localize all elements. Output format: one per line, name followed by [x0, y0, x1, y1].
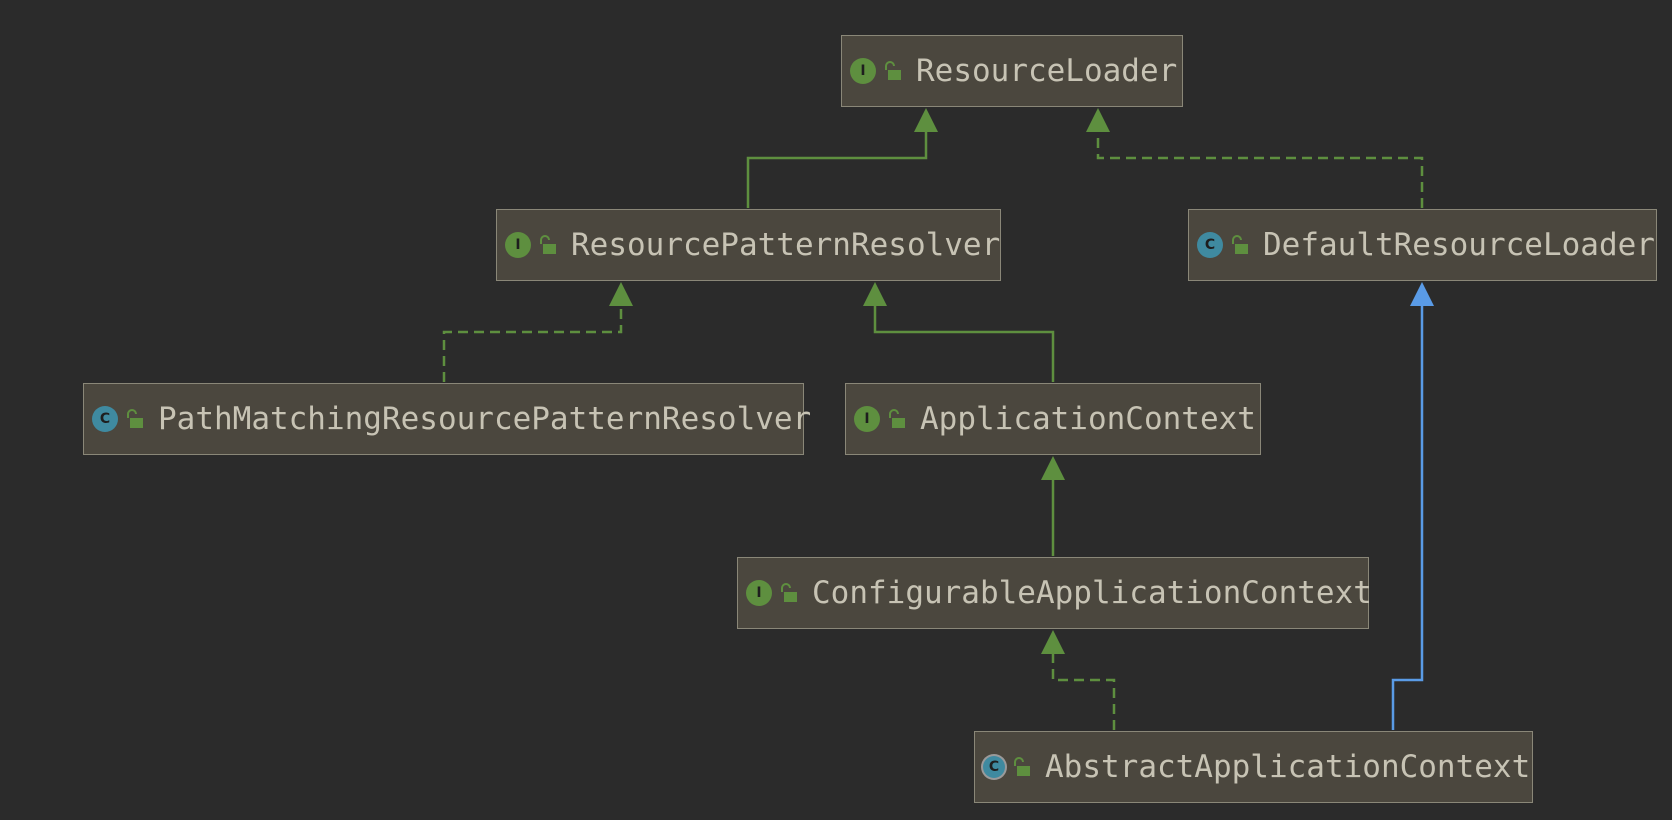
edge-abstract-to-configurable	[1051, 654, 1116, 730]
unlocked-icon	[540, 235, 556, 254]
unlocked-icon	[127, 409, 143, 428]
edge-path-matching-to-resource-pattern-resolver	[442, 306, 623, 382]
arrowhead	[1086, 108, 1110, 132]
arrowhead	[1041, 630, 1065, 654]
abstract-class-icon: C	[983, 756, 1005, 778]
class-name: AbstractApplicationContext	[1045, 749, 1531, 785]
interface-icon: I	[850, 58, 876, 84]
class-name: ConfigurableApplicationContext	[812, 575, 1372, 611]
arrowhead	[863, 282, 887, 306]
node-resource-pattern-resolver[interactable]: I ResourcePatternResolver	[496, 209, 1001, 281]
node-resource-loader[interactable]: I ResourceLoader	[841, 35, 1183, 107]
unlocked-icon	[889, 409, 905, 428]
interface-icon: I	[505, 232, 531, 258]
edge-resource-pattern-resolver-to-resource-loader	[746, 132, 928, 208]
arrowhead	[914, 108, 938, 132]
edge-default-resource-loader-to-resource-loader	[1096, 132, 1424, 208]
interface-icon: I	[746, 580, 772, 606]
arrowhead	[609, 282, 633, 306]
node-configurable-application-context[interactable]: I ConfigurableApplicationContext	[737, 557, 1372, 629]
node-default-resource-loader[interactable]: C DefaultResourceLoader	[1188, 209, 1657, 281]
interface-icon: I	[854, 406, 880, 432]
node-application-context[interactable]: I ApplicationContext	[845, 383, 1261, 455]
class-name: PathMatchingResourcePatternResolver	[158, 401, 812, 437]
node-path-matching-resource-pattern-resolver[interactable]: C PathMatchingResourcePatternResolver	[83, 383, 811, 455]
class-name: ResourcePatternResolver	[571, 227, 1001, 263]
unlocked-icon	[885, 61, 901, 80]
unlocked-icon	[1232, 235, 1248, 254]
class-name: ResourceLoader	[916, 53, 1178, 89]
edge-application-context-to-resource-pattern-resolver	[873, 306, 1055, 382]
unlocked-icon	[1014, 757, 1030, 776]
edge-abstract-to-default-resource-loader	[1391, 306, 1424, 730]
arrowhead	[1410, 282, 1434, 306]
class-name: DefaultResourceLoader	[1263, 227, 1655, 263]
class-name: ApplicationContext	[920, 401, 1256, 437]
class-icon: C	[92, 406, 118, 432]
node-abstract-application-context[interactable]: C AbstractApplicationContext	[974, 731, 1533, 803]
arrowhead	[1041, 456, 1065, 480]
unlocked-icon	[781, 583, 797, 602]
class-icon: C	[1197, 232, 1223, 258]
